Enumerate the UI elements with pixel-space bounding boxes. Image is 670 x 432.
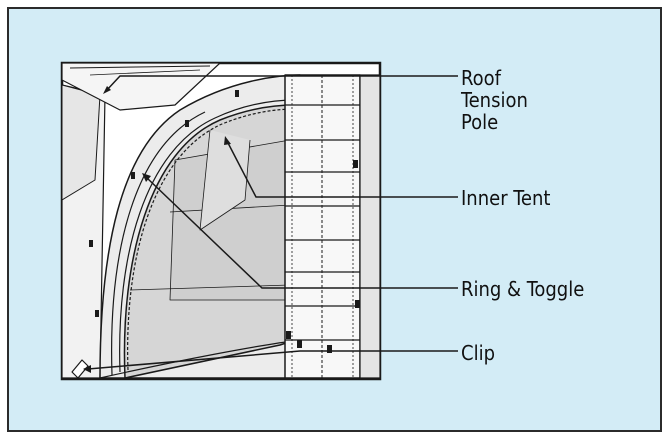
leader-lines xyxy=(83,75,458,373)
leader-clip xyxy=(87,350,458,370)
ring-toggles xyxy=(89,90,360,353)
arrow-ring xyxy=(142,173,151,182)
leader-inner xyxy=(226,140,458,198)
label-clip: Clip xyxy=(461,341,495,365)
clip-hook xyxy=(71,359,89,379)
leader-ring xyxy=(146,177,458,289)
inner-floor-line xyxy=(129,284,291,291)
inner-pocket xyxy=(199,129,251,231)
floor-edge xyxy=(99,339,301,379)
label-inner-tent: Inner Tent xyxy=(461,186,551,210)
arrow-roof xyxy=(103,86,111,94)
arch-edge xyxy=(119,99,297,373)
pole-sleeve xyxy=(111,111,206,376)
leader-roof xyxy=(105,75,458,92)
arrow-clip xyxy=(83,365,91,373)
label-ring-and-toggle: Ring & Toggle xyxy=(461,277,585,301)
zip-seam xyxy=(127,108,297,371)
arrow-inner xyxy=(224,136,231,145)
roof-seam xyxy=(69,65,211,69)
roof-seam-2 xyxy=(89,69,201,76)
right-side-panel xyxy=(359,74,380,379)
